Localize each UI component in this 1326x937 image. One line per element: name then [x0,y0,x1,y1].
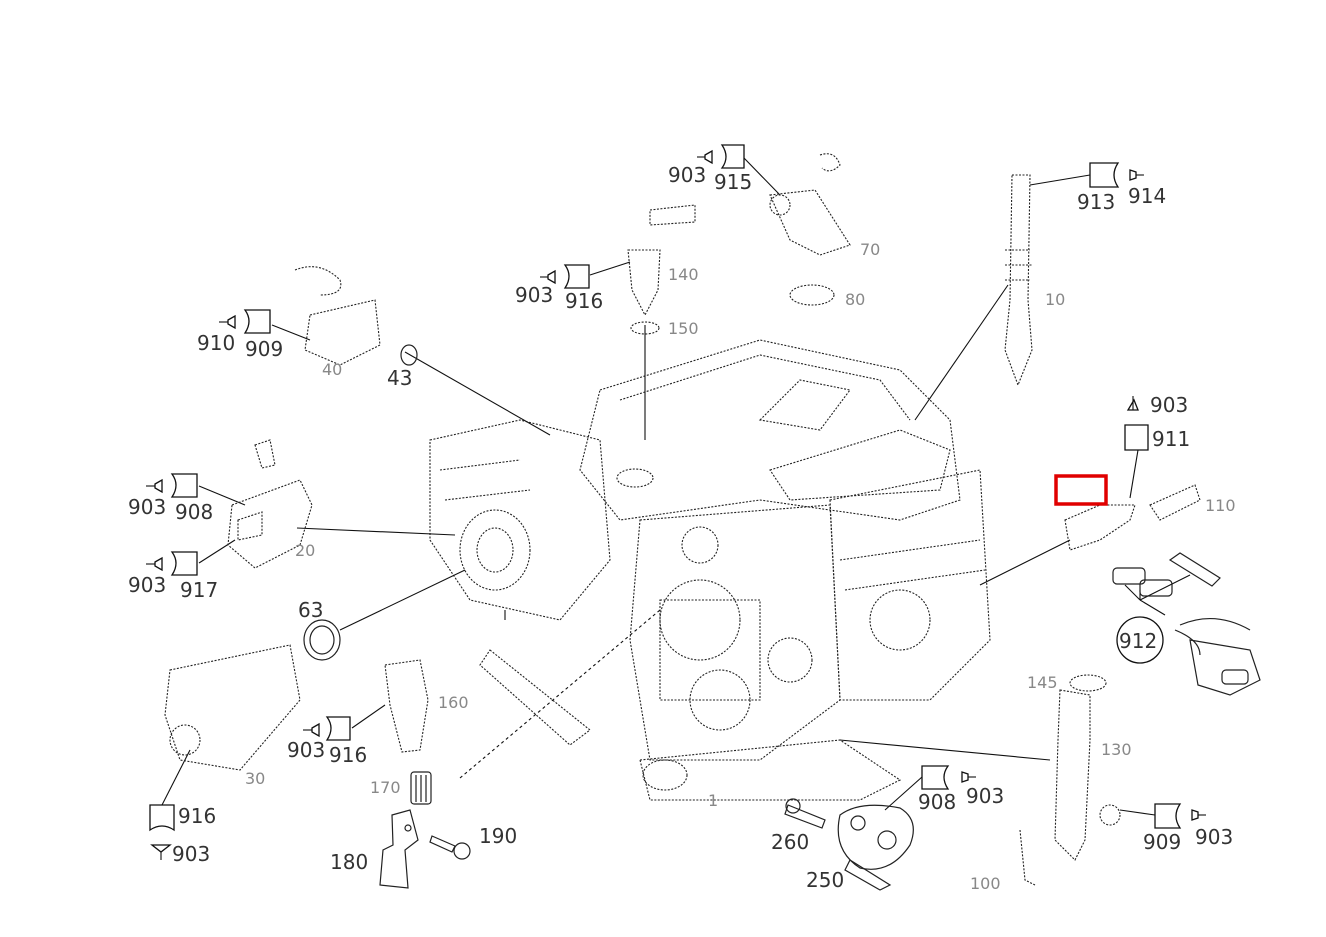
faint-label-145: 145 [1027,673,1058,692]
label-903: 903 [172,842,210,866]
faint-label-160: 160 [438,693,469,712]
faint-label-110: 110 [1205,496,1236,515]
faint-label-100: 100 [970,874,1001,893]
part-number-labels: 903 915 903 916 910 909 43 913 914 903 9… [128,163,1233,892]
peripheral-parts [164,153,1261,891]
faint-label-80: 80 [845,290,865,309]
label-910: 910 [197,331,235,355]
label-909: 909 [245,337,283,361]
faint-label-170: 170 [370,778,401,797]
label-909: 909 [1143,830,1181,854]
label-908: 908 [175,500,213,524]
label-903: 903 [515,283,553,307]
faint-label-70: 70 [860,240,880,259]
label-913: 913 [1077,190,1115,214]
faint-label-150: 150 [668,319,699,338]
label-916: 916 [178,804,216,828]
label-912: 912 [1119,629,1157,653]
label-916: 916 [565,289,603,313]
label-903: 903 [128,573,166,597]
label-180: 180 [330,850,368,874]
label-903: 903 [287,738,325,762]
faint-label-130: 130 [1101,740,1132,759]
label-903: 903 [128,495,166,519]
faint-label-140: 140 [668,265,699,284]
faint-label-30: 30 [245,769,265,788]
label-903: 903 [1150,393,1188,417]
label-903: 903 [668,163,706,187]
faint-label-10: 10 [1045,290,1065,309]
label-914: 914 [1128,184,1166,208]
faint-label-1: 1 [708,791,718,810]
repair-kit-912-parts [1112,552,1261,696]
label-903: 903 [966,784,1004,808]
label-250: 250 [806,868,844,892]
label-908: 908 [918,790,956,814]
faint-label-20: 20 [295,541,315,560]
label-915: 915 [714,170,752,194]
label-43: 43 [387,366,412,390]
highlight-box[interactable] [1054,474,1108,506]
faint-part-labels: 140 150 80 70 10 110 30 160 170 145 130 … [245,240,1236,893]
label-917: 917 [180,578,218,602]
engine-assembly [429,339,991,801]
label-260: 260 [771,830,809,854]
faint-label-40: 40 [322,360,342,379]
label-190: 190 [479,824,517,848]
label-911: 911 [1152,427,1190,451]
kit-symbols [146,144,1206,860]
label-903: 903 [1195,825,1233,849]
label-916: 916 [329,743,367,767]
leader-lines [161,157,1191,816]
label-63: 63 [298,598,323,622]
